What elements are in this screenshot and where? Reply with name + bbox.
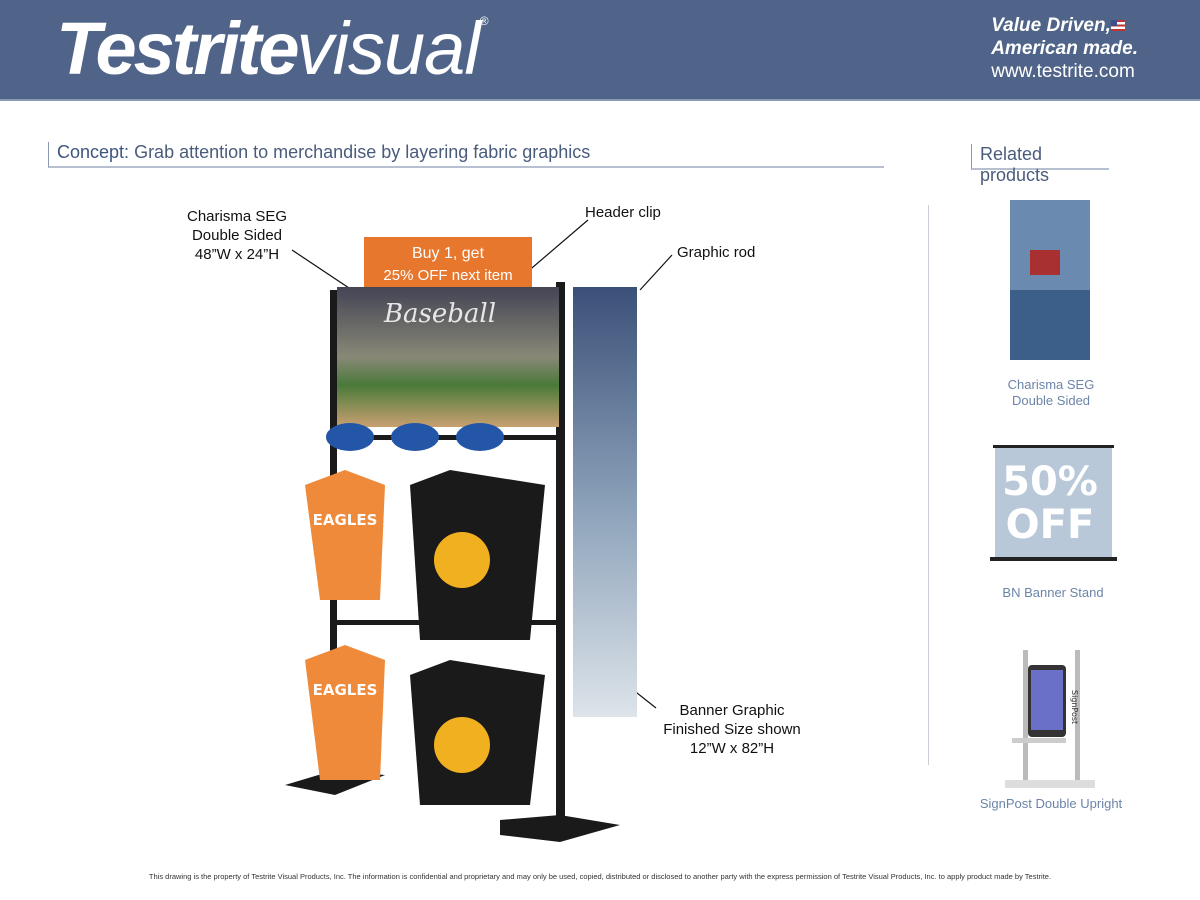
banner-graphic <box>573 287 637 717</box>
divider <box>928 205 929 765</box>
svg-text:SignPost: SignPost <box>1070 690 1079 724</box>
header-sign <box>364 237 532 287</box>
concept-heading: Concept: Grab attention to merchandise b… <box>48 142 884 168</box>
svg-text:EAGLES: EAGLES <box>313 681 378 699</box>
us-flag-icon <box>1110 20 1125 32</box>
svg-text:Baseball: Baseball <box>383 299 496 329</box>
related-signpost-image: SignPost <box>1005 650 1095 788</box>
seg-graphic <box>337 287 559 427</box>
related-item-bn-banner-stand[interactable]: BN Banner Stand <box>1002 585 1104 600</box>
svg-text:25% OFF next item: 25% OFF next item <box>383 267 512 284</box>
related-charisma-image <box>1010 200 1090 360</box>
svg-text:Buy 1, get: Buy 1, get <box>412 245 485 262</box>
shirts <box>305 470 545 805</box>
callout-graphic-rod: Graphic rod <box>677 244 756 261</box>
header-bar: Testritevisual® Value Driven, American m… <box>0 0 1200 101</box>
related-products-heading: Related products <box>971 144 1109 185</box>
svg-text:50%: 50% <box>1002 459 1098 505</box>
svg-text:OFF: OFF <box>1006 502 1095 548</box>
callout-header-clip: Header clip <box>585 204 661 221</box>
footer-disclaimer: This drawing is the property of Testrite… <box>148 872 1052 881</box>
related-bn-banner-image: 50% OFF <box>990 445 1117 561</box>
svg-text:EAGLES: EAGLES <box>313 511 378 529</box>
testrite-logo: Testritevisual® <box>56 7 489 90</box>
website-link[interactable]: www.testrite.com <box>991 61 1135 82</box>
caps <box>326 423 504 451</box>
tagline: Value Driven, American made. www.testrit… <box>991 15 1138 82</box>
related-item-signpost-double-upright[interactable]: SignPost Double Upright <box>979 796 1123 811</box>
